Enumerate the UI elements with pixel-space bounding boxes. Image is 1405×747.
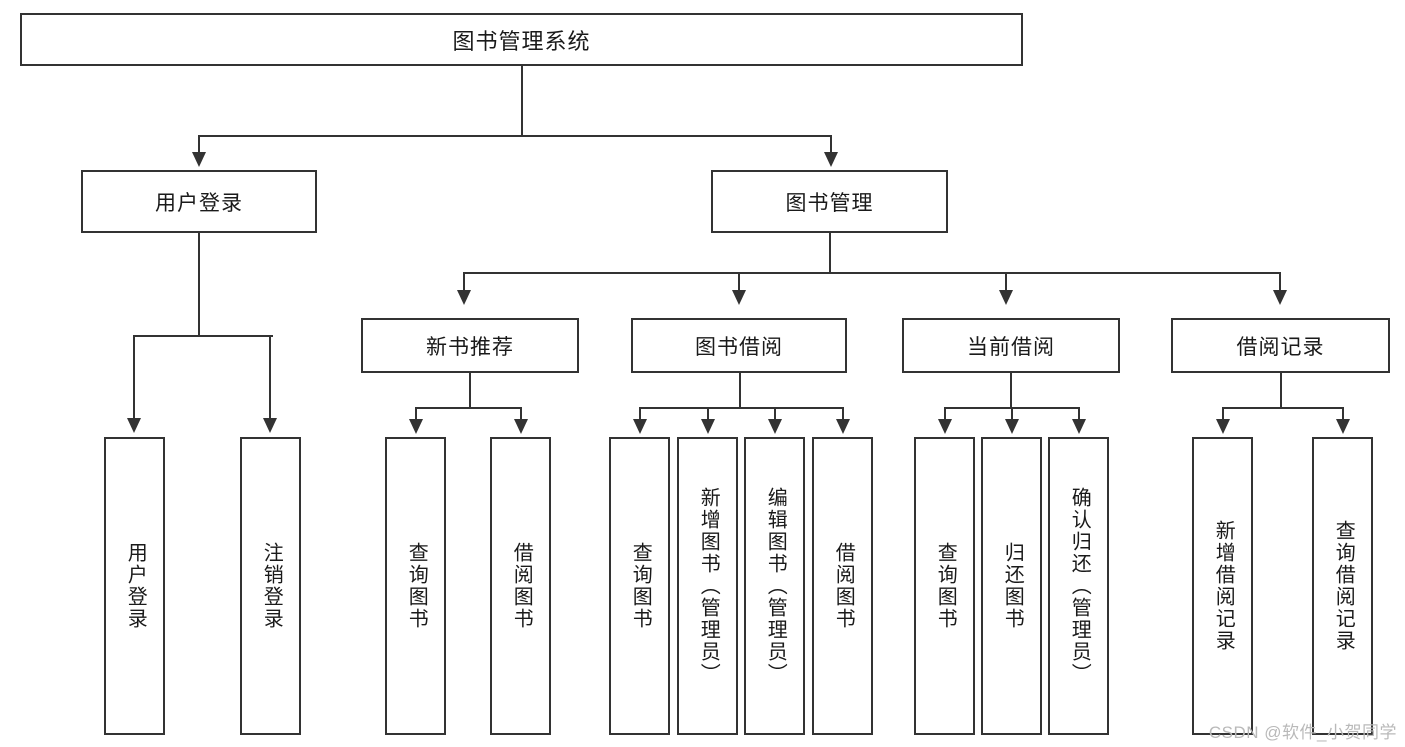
edge-bb-drop-3 xyxy=(774,407,776,421)
edge-bb-stem xyxy=(739,373,741,409)
arrow-to-leaf-query-record xyxy=(1336,419,1350,434)
leaf-borrow-book-1[interactable]: 借阅图书 xyxy=(490,437,551,735)
edge-book-manage-stem xyxy=(829,233,831,273)
leaf-add-record[interactable]: 新增借阅记录 xyxy=(1192,437,1253,735)
node-borrow-record[interactable]: 借阅记录 xyxy=(1171,318,1390,373)
edge-book-manage-drop-1 xyxy=(463,272,465,292)
edge-nbr-stem xyxy=(469,373,471,409)
edge-cb-drop-2 xyxy=(1011,407,1013,421)
arrow-to-leaf-query-book-2 xyxy=(633,419,647,434)
arrow-to-current-borrow xyxy=(999,290,1013,305)
leaf-borrow-book-2[interactable]: 借阅图书 xyxy=(812,437,873,735)
leaf-borrow-book-1-label: 借阅图书 xyxy=(510,542,533,630)
edge-root-drop-right xyxy=(830,135,832,155)
leaf-return-book-label: 归还图书 xyxy=(1001,542,1024,630)
arrow-to-new-book-rec xyxy=(457,290,471,305)
edge-book-manage-drop-2 xyxy=(738,272,740,292)
edge-user-login-drop-2 xyxy=(269,335,271,420)
leaf-add-book-label: 新增图书（管理员） xyxy=(697,487,720,685)
leaf-user-login-label: 用户登录 xyxy=(124,542,147,630)
arrow-to-leaf-query-book-1 xyxy=(409,419,423,434)
edge-nbr-drop-1 xyxy=(415,407,417,421)
edge-cb-drop-3 xyxy=(1078,407,1080,421)
node-book-manage[interactable]: 图书管理 xyxy=(711,170,948,233)
leaf-query-book-3-label: 查询图书 xyxy=(934,542,957,630)
arrow-to-leaf-user-login xyxy=(127,418,141,433)
edge-br-drop-2 xyxy=(1342,407,1344,421)
leaf-logout[interactable]: 注销登录 xyxy=(240,437,301,735)
leaf-borrow-book-2-label: 借阅图书 xyxy=(832,542,855,630)
edge-nbr-drop-2 xyxy=(520,407,522,421)
arrow-to-borrow-record xyxy=(1273,290,1287,305)
edge-br-drop-1 xyxy=(1222,407,1224,421)
leaf-confirm-return[interactable]: 确认归还（管理员） xyxy=(1048,437,1109,735)
leaf-return-book[interactable]: 归还图书 xyxy=(981,437,1042,735)
arrow-to-leaf-add-book xyxy=(701,419,715,434)
node-new-book-recommend[interactable]: 新书推荐 xyxy=(361,318,579,373)
leaf-add-record-label: 新增借阅记录 xyxy=(1212,520,1235,652)
leaf-logout-label: 注销登录 xyxy=(260,542,283,630)
arrow-to-leaf-edit-book xyxy=(768,419,782,434)
edge-br-bus xyxy=(1222,407,1344,409)
arrow-to-book-manage xyxy=(824,152,838,167)
edge-bb-bus xyxy=(639,407,844,409)
leaf-query-record[interactable]: 查询借阅记录 xyxy=(1312,437,1373,735)
arrow-to-leaf-logout xyxy=(263,418,277,433)
edge-cb-stem xyxy=(1010,373,1012,409)
arrow-to-leaf-confirm-return xyxy=(1072,419,1086,434)
edge-root-stem xyxy=(521,66,523,136)
edge-book-manage-drop-3 xyxy=(1005,272,1007,292)
leaf-query-book-1[interactable]: 查询图书 xyxy=(385,437,446,735)
leaf-confirm-return-label: 确认归还（管理员） xyxy=(1068,487,1091,685)
edge-root-drop-left xyxy=(198,135,200,155)
arrow-to-leaf-return-book xyxy=(1005,419,1019,434)
node-current-borrow[interactable]: 当前借阅 xyxy=(902,318,1120,373)
leaf-query-book-2[interactable]: 查询图书 xyxy=(609,437,670,735)
node-user-login[interactable]: 用户登录 xyxy=(81,170,317,233)
edge-bb-drop-1 xyxy=(639,407,641,421)
arrow-to-leaf-add-record xyxy=(1216,419,1230,434)
leaf-query-book-1-label: 查询图书 xyxy=(405,542,428,630)
leaf-add-book[interactable]: 新增图书（管理员） xyxy=(677,437,738,735)
leaf-edit-book[interactable]: 编辑图书（管理员） xyxy=(744,437,805,735)
edge-bb-drop-2 xyxy=(707,407,709,421)
node-book-borrow[interactable]: 图书借阅 xyxy=(631,318,847,373)
edge-bb-drop-4 xyxy=(842,407,844,421)
arrow-to-leaf-borrow-book-2 xyxy=(836,419,850,434)
edge-root-bus xyxy=(198,135,832,137)
leaf-edit-book-label: 编辑图书（管理员） xyxy=(764,487,787,685)
edge-book-manage-bus xyxy=(463,272,1280,274)
edge-br-stem xyxy=(1280,373,1282,409)
arrow-to-book-borrow xyxy=(732,290,746,305)
edge-cb-drop-1 xyxy=(944,407,946,421)
leaf-query-record-label: 查询借阅记录 xyxy=(1332,520,1355,652)
edge-nbr-bus xyxy=(415,407,522,409)
arrow-to-user-login xyxy=(192,152,206,167)
leaf-query-book-2-label: 查询图书 xyxy=(629,542,652,630)
arrow-to-leaf-query-book-3 xyxy=(938,419,952,434)
edge-book-manage-drop-4 xyxy=(1279,272,1281,292)
leaf-user-login[interactable]: 用户登录 xyxy=(104,437,165,735)
leaf-query-book-3[interactable]: 查询图书 xyxy=(914,437,975,735)
edge-user-login-stem xyxy=(198,233,200,336)
node-root-system[interactable]: 图书管理系统 xyxy=(20,13,1023,66)
edge-user-login-bus xyxy=(133,335,273,337)
arrow-to-leaf-borrow-book-1 xyxy=(514,419,528,434)
edge-user-login-drop-1 xyxy=(133,335,135,420)
